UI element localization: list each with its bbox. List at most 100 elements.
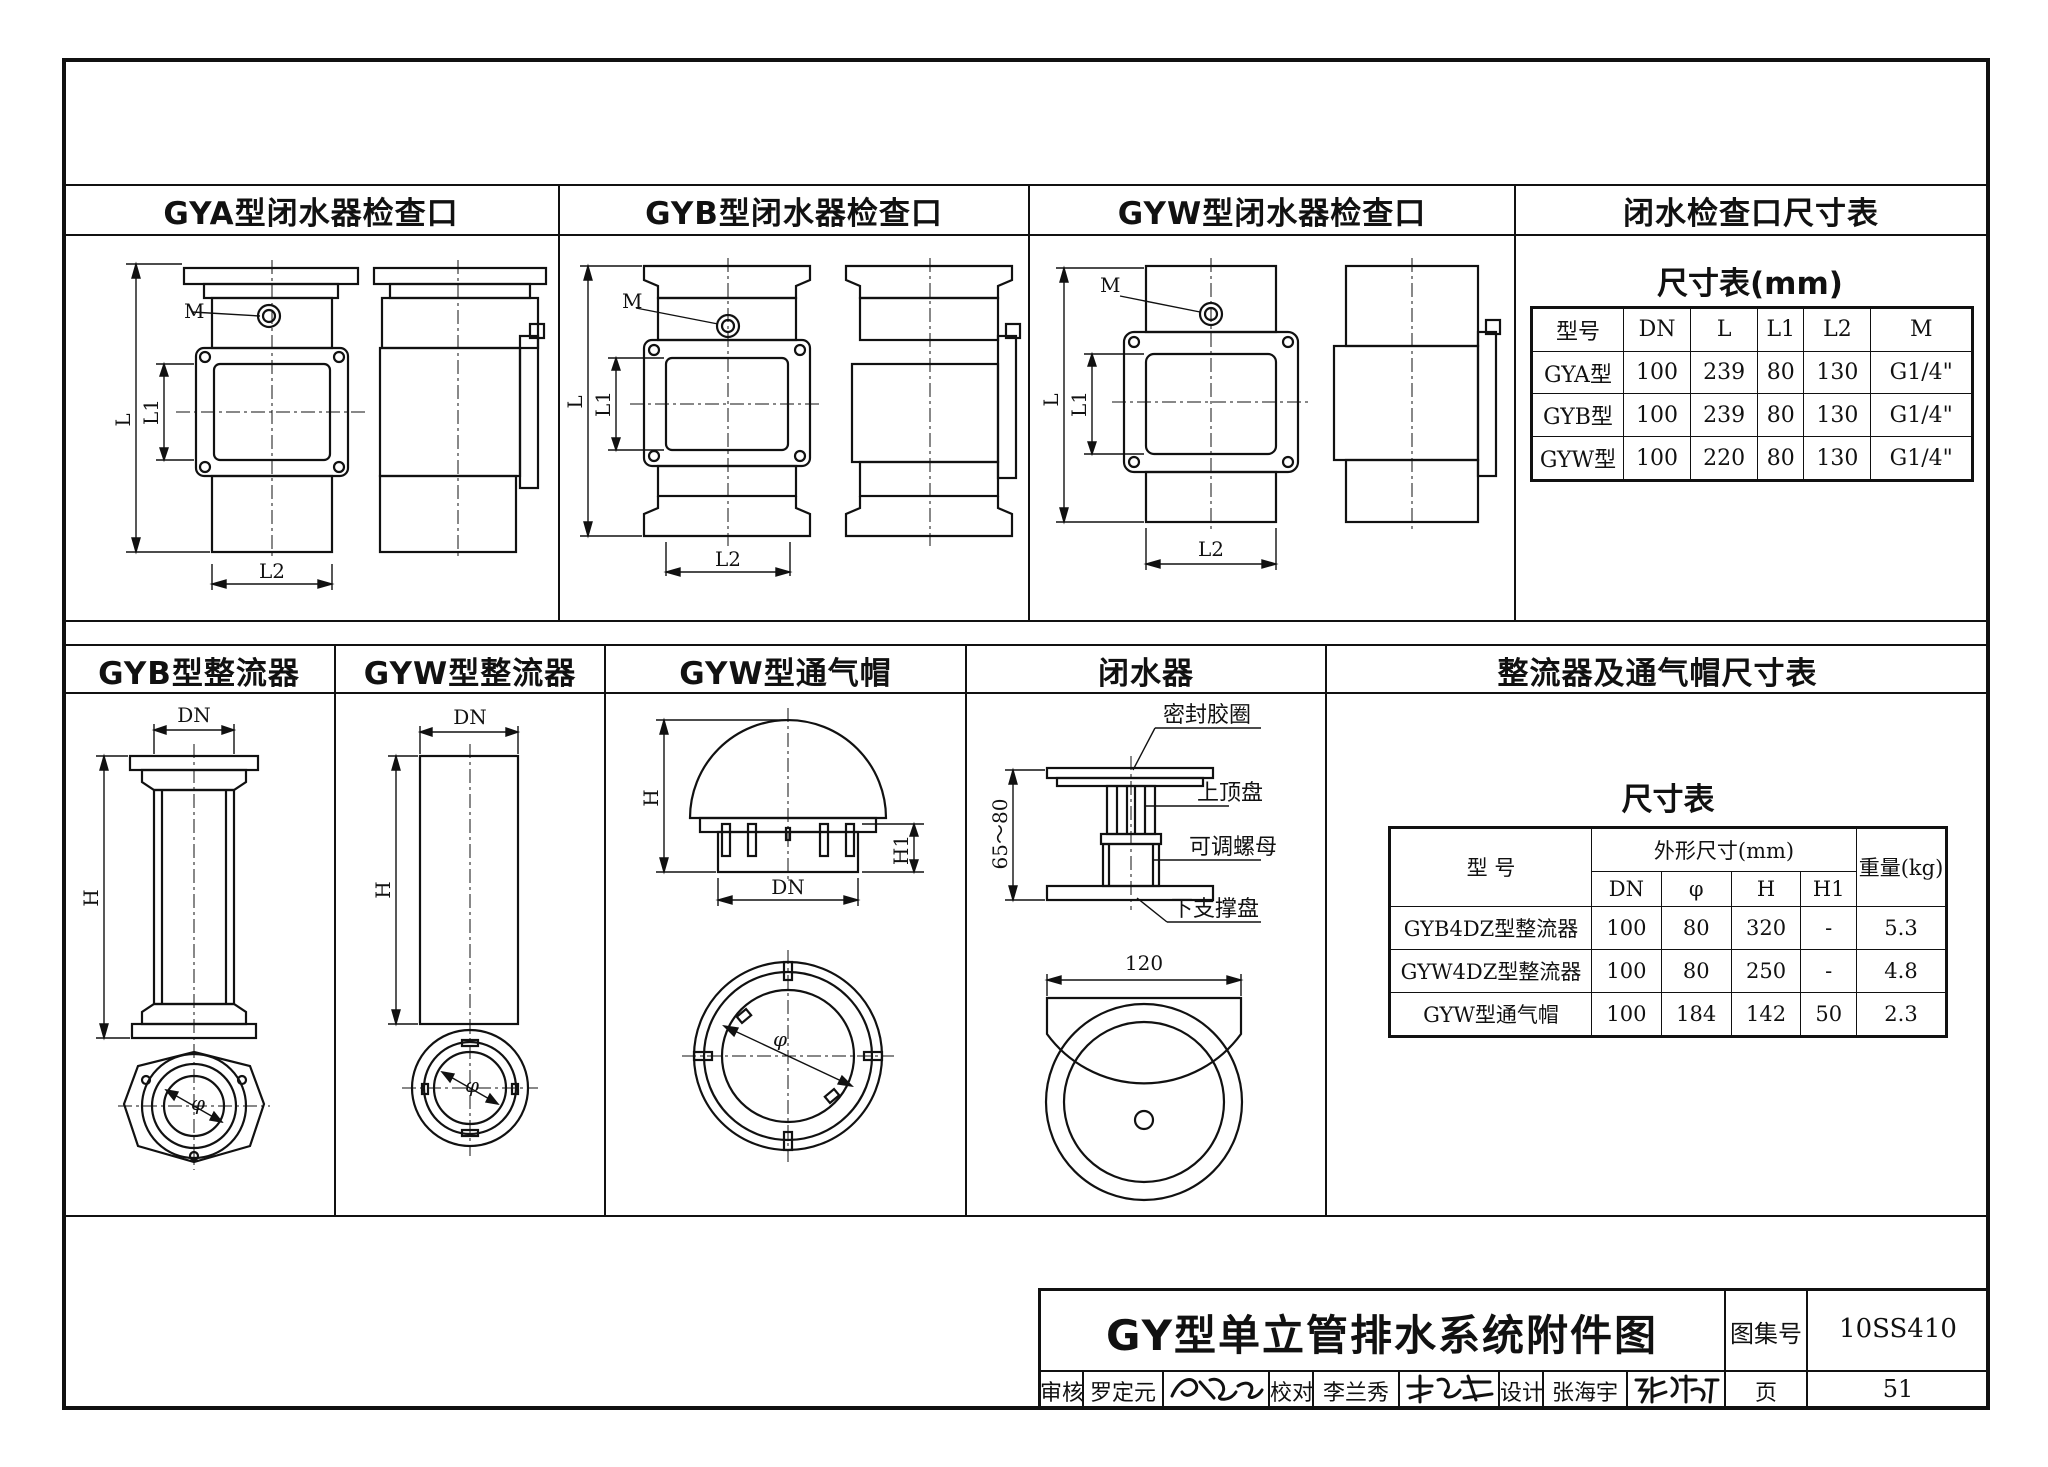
page-number: 51 [1882, 1375, 1914, 1403]
checker-signature [1406, 1374, 1494, 1404]
table-cell: GYW型通气帽 [1389, 991, 1592, 1038]
table-header-cell: H [1730, 871, 1802, 907]
table-cell: GYA型 [1531, 350, 1624, 395]
title-block [1038, 1288, 1988, 1408]
designer-signature [1634, 1374, 1720, 1404]
dim-label-range: 65～80 [988, 799, 1012, 870]
dim-label-dn: DN [177, 703, 211, 727]
table-cell: 80 [1660, 905, 1732, 950]
table-header-row: 型 号 外形尺寸(mm) 重量(kg) [1389, 826, 1947, 907]
dim-label-l2: L2 [715, 547, 741, 571]
grid-line [64, 234, 1988, 236]
title-block-divider [1082, 1370, 1084, 1408]
callout-top-plate: 上顶盘 [1197, 781, 1263, 806]
panel-title-inspect-table: 闭水检查口尺寸表 [1623, 196, 1879, 232]
table-cell: 100 [1622, 393, 1692, 438]
dim-label-m: M [622, 289, 642, 313]
drawing-title: GY型单立管排水系统附件图 [1106, 1311, 1658, 1360]
panel-title-gyb: GYB型闭水器检查口 [645, 196, 943, 232]
table-cell: G1/4" [1870, 436, 1973, 481]
gyw-inspection-drawing: M L L1 L2 [1039, 258, 1502, 570]
table-header-cell: 型 号 [1389, 827, 1592, 907]
title-block-divider [1626, 1370, 1628, 1408]
grid-line [64, 184, 1988, 186]
dim-label-h: H [371, 881, 395, 898]
dim-label-h: H [79, 889, 103, 906]
atlas-number: 10SS410 [1839, 1314, 1957, 1344]
grid-line [1325, 644, 1327, 1215]
table-cell: 130 [1803, 393, 1872, 438]
table-row: GYA型 100 239 80 130 G1/4" [1531, 350, 1973, 395]
dim-label-dn: DN [453, 705, 487, 729]
reviewer-name: 罗定元 [1089, 1381, 1156, 1406]
dim-label-m: M [1100, 273, 1120, 297]
drawing-sheet [62, 58, 1990, 1410]
table-cell: G1/4" [1870, 350, 1973, 395]
table-cell: 5.3 [1856, 905, 1947, 950]
panel-title-gyb-rectifier: GYB型整流器 [98, 656, 300, 692]
panel-title-gyw: GYW型闭水器检查口 [1117, 196, 1427, 232]
table-cell: 100 [1622, 436, 1692, 481]
table-cell: 239 [1690, 350, 1759, 395]
table-cell: 100 [1591, 948, 1662, 993]
table-cell: 4.8 [1856, 948, 1947, 993]
grid-line [64, 692, 1988, 694]
table-cell: - [1800, 905, 1857, 950]
dim-label-l: L [1039, 393, 1063, 406]
table-header-cell: L2 [1803, 307, 1872, 352]
title-block-divider [1398, 1370, 1400, 1408]
panel-title-gya: GYA型闭水器检查口 [163, 196, 459, 232]
table-header-cell: 重量(kg) [1856, 827, 1947, 907]
table-cell: 142 [1730, 991, 1802, 1038]
table-header-cell: 外形尺寸(mm) [1591, 826, 1857, 873]
table-cell: 130 [1803, 350, 1872, 395]
title-block-divider [1038, 1370, 1988, 1372]
title-block-divider [1162, 1370, 1164, 1408]
title-block-divider [1498, 1370, 1500, 1408]
dim-label-l2: L2 [1198, 537, 1224, 561]
title-block-divider [1312, 1370, 1314, 1408]
title-block-divider [1268, 1370, 1270, 1408]
table-header-cell: M [1870, 307, 1973, 352]
checker-name: 李兰秀 [1322, 1381, 1389, 1406]
callout-seal-ring: 密封胶圈 [1163, 703, 1251, 728]
panel-title-rect-table: 整流器及通气帽尺寸表 [1497, 656, 1818, 692]
dim-label-m: M [184, 299, 204, 323]
table-cell: 100 [1591, 905, 1662, 950]
rectifier-size-table: 型 号 外形尺寸(mm) 重量(kg) DN φ H H1 GYB4DZ型整流器… [1388, 826, 1948, 1038]
dim-label-l1: L1 [139, 399, 163, 425]
table-cell: GYW4DZ型整流器 [1389, 948, 1592, 993]
table-cell: 80 [1757, 393, 1805, 438]
panel-title-gyw-rectifier: GYW型整流器 [363, 656, 577, 692]
grid-line [1028, 184, 1030, 620]
dim-label-l2: L2 [259, 559, 285, 583]
table-cell: 130 [1803, 436, 1872, 481]
callout-bottom-plate: 下支撑盘 [1171, 897, 1259, 922]
design-label: 设计 [1500, 1381, 1545, 1406]
table-cell: 184 [1660, 991, 1732, 1038]
table-cell: 220 [1690, 436, 1759, 481]
table-header-cell: 型号 [1531, 307, 1624, 352]
table-row: GYB型 100 239 80 130 G1/4" [1531, 393, 1973, 438]
table-cell: - [1800, 948, 1857, 993]
title-block-divider [1724, 1288, 1726, 1408]
table-header-cell: DN [1622, 307, 1692, 352]
panel-title-gyw-cap: GYW型通气帽 [679, 656, 892, 692]
table-cell: 80 [1660, 948, 1732, 993]
gya-inspection-drawing: M L L1 L2 [111, 260, 548, 590]
dim-label-phi: φ [465, 1073, 479, 1097]
table-cell: 320 [1730, 905, 1802, 950]
grid-line [1514, 184, 1516, 620]
check-label: 校对 [1270, 1381, 1315, 1406]
table-header-cell: L [1690, 307, 1759, 352]
table-cell: 80 [1757, 350, 1805, 395]
table-cell: G1/4" [1870, 393, 1973, 438]
table-cell: 80 [1757, 436, 1805, 481]
table-header-cell: L1 [1757, 307, 1805, 352]
table-cell: 100 [1622, 350, 1692, 395]
title-block-divider [1542, 1370, 1544, 1408]
inspect-table-caption: 尺寸表(mm) [1657, 266, 1843, 302]
inspect-size-table: 型号 DN L L1 L2 M GYA型 100 239 80 130 G1/4… [1530, 306, 1974, 482]
table-row: GYW4DZ型整流器 100 80 250 - 4.8 [1389, 948, 1947, 993]
dim-label-phi: φ [773, 1027, 787, 1051]
